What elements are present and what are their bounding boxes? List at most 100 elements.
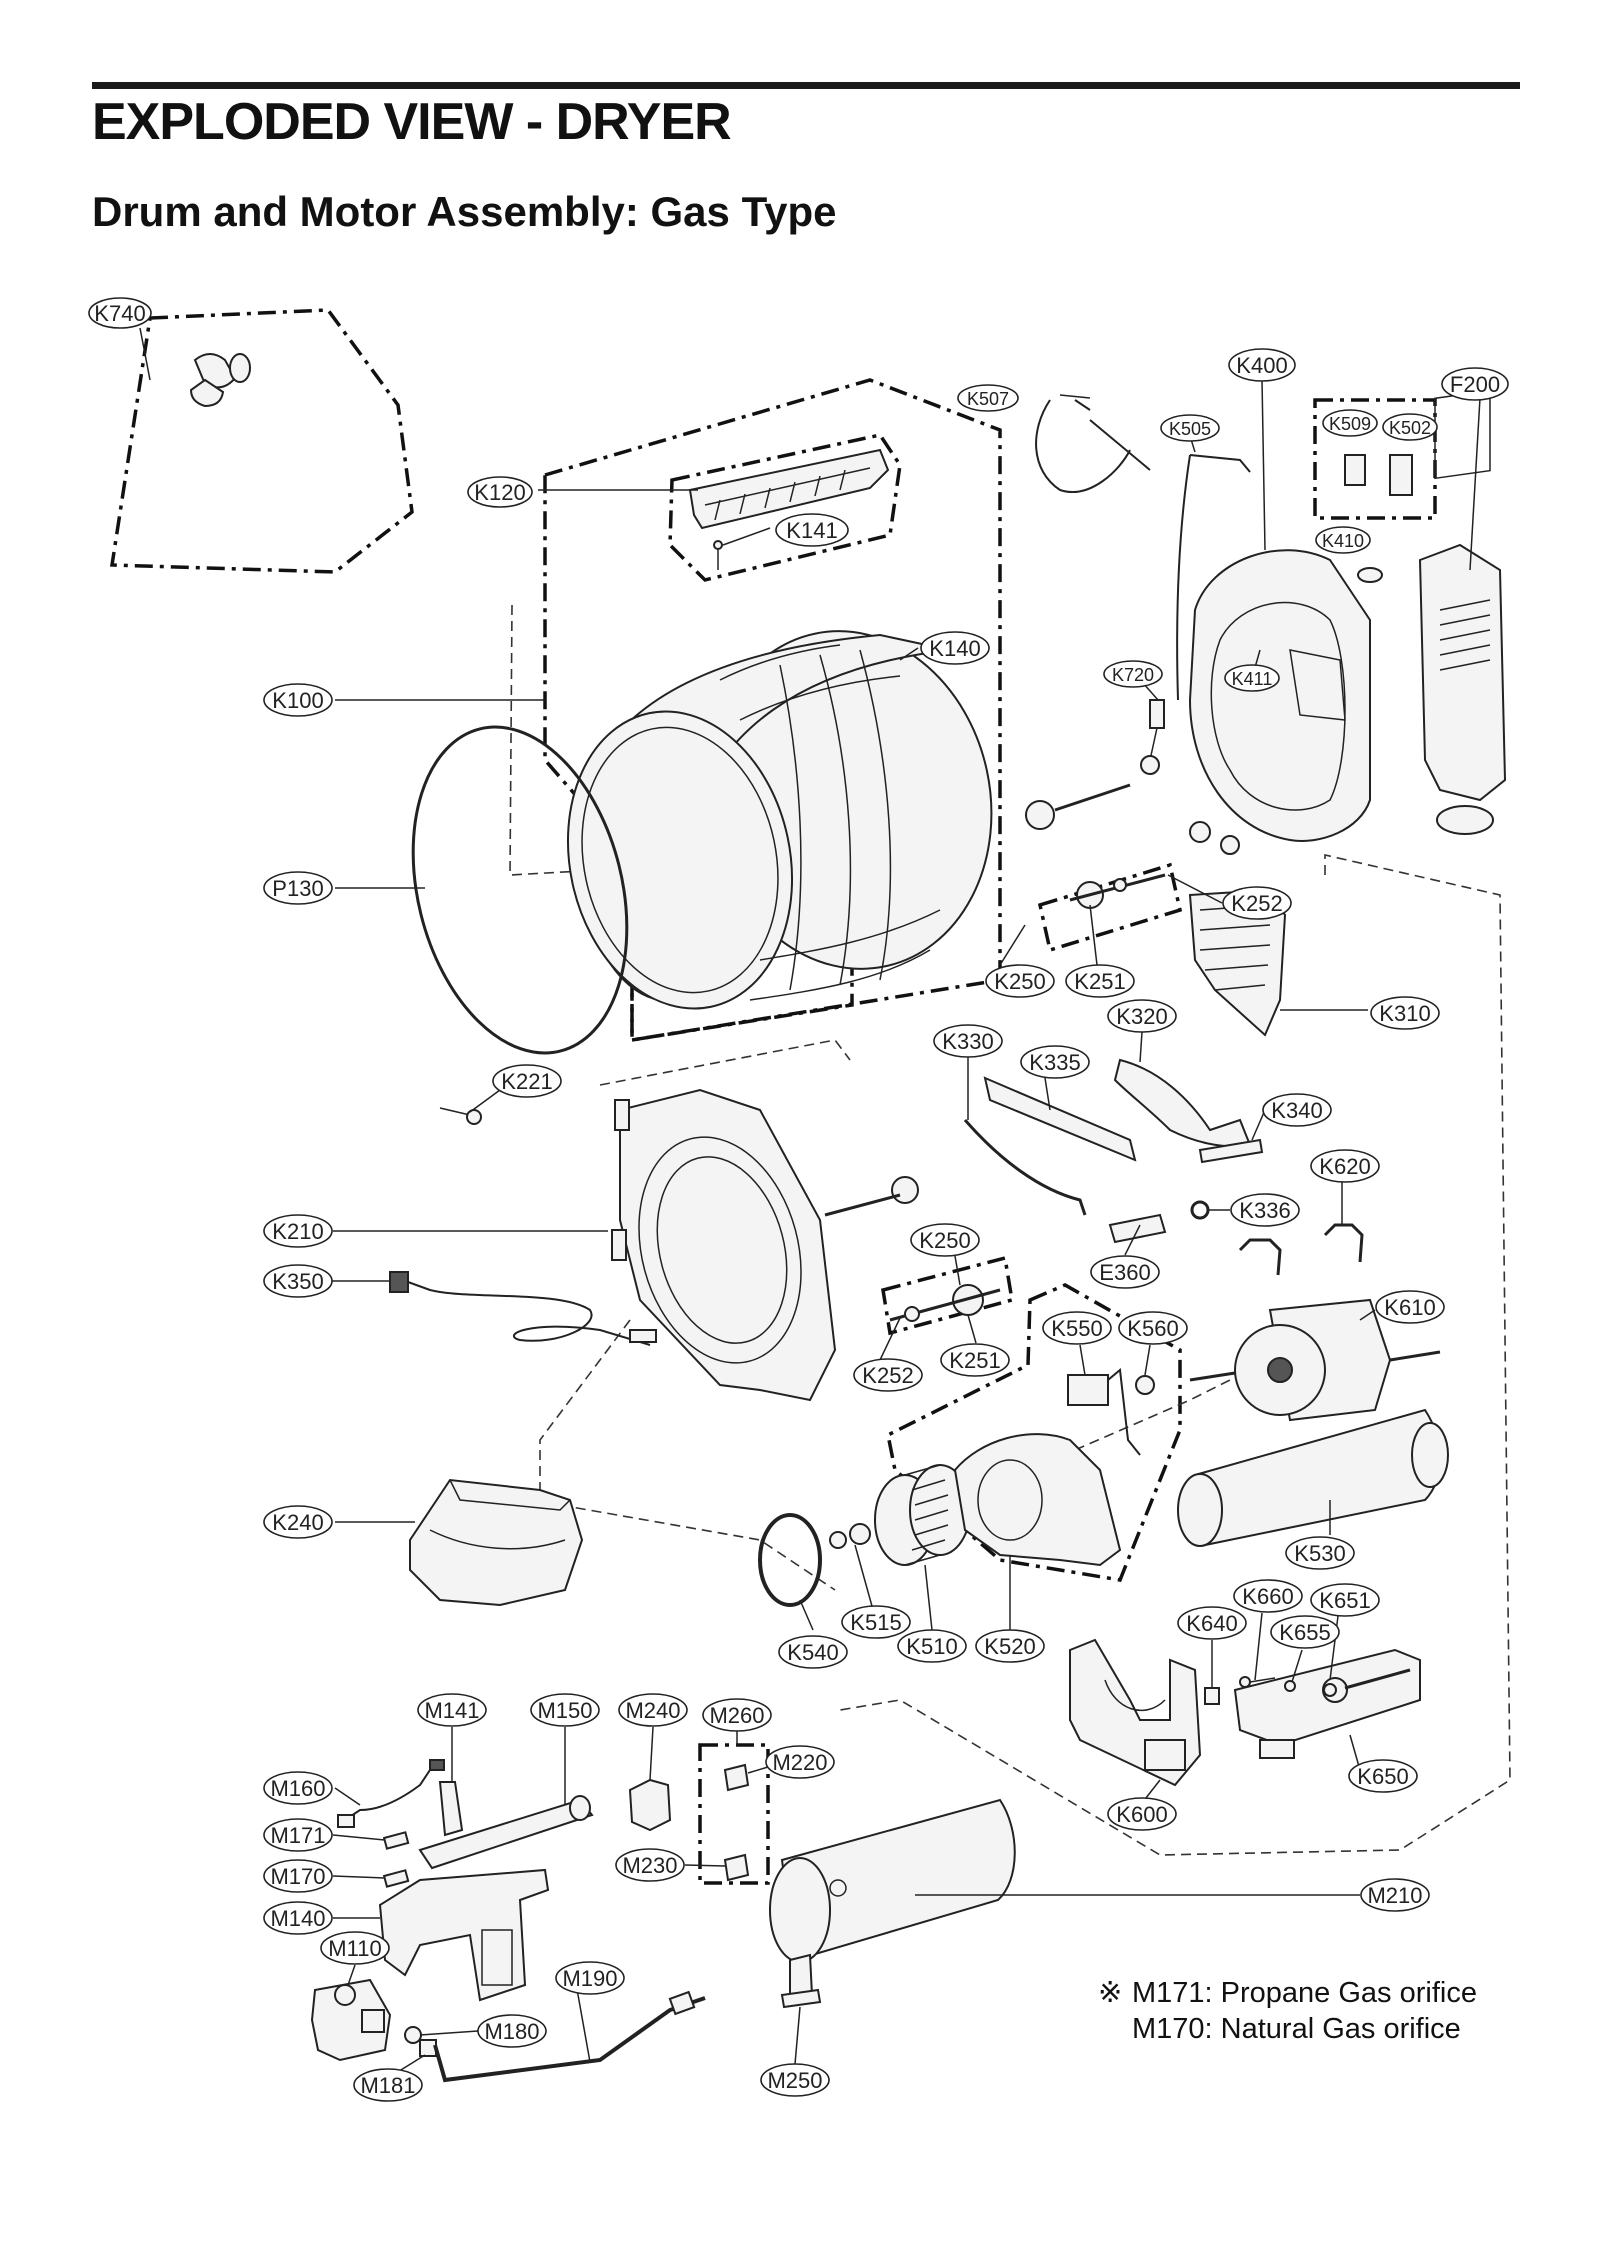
svg-text:M171: M171 [270, 1823, 325, 1848]
k505-wire-harness [1176, 454, 1251, 701]
k507-wire-harness [1035, 399, 1151, 493]
k340-seal [1198, 1138, 1264, 1164]
svg-text:K540: K540 [787, 1640, 838, 1665]
callout-k411: K411 [1224, 664, 1280, 692]
callout-labels: K740 K400 F200 K507 K505 K509 K502 K120 … [88, 297, 1509, 2102]
callout-e360: E360 [1090, 1255, 1160, 1289]
m110-gas-valve [310, 1978, 392, 2062]
callout-k310: K310 [1370, 996, 1440, 1030]
svg-text:K600: K600 [1116, 1802, 1167, 1827]
k252-shaft-lower [824, 1176, 919, 1217]
svg-text:K411: K411 [1232, 669, 1273, 689]
svg-text:K502: K502 [1389, 418, 1431, 438]
callout-k251-lower: K251 [940, 1343, 1010, 1377]
m171-propane-orifice [382, 1831, 410, 1850]
k600-motor-mount [1068, 1638, 1202, 1787]
callout-k720: K720 [1103, 660, 1163, 688]
svg-text:K515: K515 [850, 1610, 901, 1635]
svg-text:K505: K505 [1169, 419, 1211, 439]
callout-m160: M160 [263, 1771, 333, 1805]
svg-text:M240: M240 [625, 1698, 680, 1723]
svg-text:M260: M260 [709, 1703, 764, 1728]
k720-switch [1149, 699, 1165, 761]
callout-k240: K240 [263, 1505, 333, 1539]
callout-k252-lower: K252 [853, 1358, 923, 1392]
k335-duct-cover [983, 1076, 1137, 1162]
k250-roller-assembly-upper [1069, 873, 1166, 909]
svg-text:K335: K335 [1029, 1050, 1080, 1075]
callout-k510: K510 [897, 1629, 967, 1663]
k250-lower-boundary [881, 1255, 1014, 1336]
callout-m180: M180 [477, 2014, 547, 2048]
callout-k320: K320 [1107, 999, 1177, 1033]
callout-k340: K340 [1262, 1093, 1332, 1127]
note-line-1: ※M171: Propane Gas orifice [1098, 1975, 1477, 2011]
svg-text:M181: M181 [360, 2073, 415, 2098]
callout-k336: K336 [1230, 1193, 1300, 1227]
m160-igniter [337, 1759, 445, 1828]
callout-k515: K515 [841, 1605, 911, 1639]
note-propane: M171: Propane Gas orifice [1132, 1977, 1477, 2009]
svg-text:K400: K400 [1236, 353, 1287, 378]
connector-line [559, 1504, 836, 1591]
svg-text:M140: M140 [270, 1906, 325, 1931]
svg-text:K350: K350 [272, 1269, 323, 1294]
callout-k655: K655 [1270, 1615, 1340, 1649]
svg-text:M190: M190 [562, 1966, 617, 1991]
callout-k252-upper: K252 [1222, 886, 1292, 920]
k515-nut [829, 1523, 871, 1549]
k350-harness [389, 1271, 657, 1346]
k120-baffle [688, 448, 890, 530]
m141-bracket [438, 1781, 464, 1837]
connector-line [539, 1319, 631, 1520]
callout-k740: K740 [88, 297, 152, 329]
callout-k330: K330 [933, 1024, 1003, 1058]
svg-text:K251: K251 [949, 1348, 1000, 1373]
svg-text:K507: K507 [967, 389, 1009, 409]
callout-k540: K540 [778, 1635, 848, 1669]
callout-k650: K650 [1348, 1759, 1418, 1793]
svg-text:E360: E360 [1099, 1260, 1150, 1285]
svg-text:K640: K640 [1186, 1611, 1237, 1636]
k550-thermistor [1067, 1368, 1141, 1456]
callout-m110: M110 [320, 1931, 390, 1965]
callout-k509: K509 [1322, 409, 1378, 437]
callout-k141: K141 [775, 513, 849, 547]
f200-filter-housing [1418, 389, 1507, 835]
callout-k502: K502 [1382, 413, 1438, 441]
callout-p130: P130 [263, 871, 333, 905]
svg-text:M210: M210 [1367, 1883, 1422, 1908]
svg-text:K510: K510 [906, 1634, 957, 1659]
callout-k140: K140 [920, 631, 990, 665]
svg-text:K651: K651 [1319, 1588, 1370, 1613]
svg-text:K610: K610 [1384, 1295, 1435, 1320]
svg-text:K250: K250 [919, 1228, 970, 1253]
callout-k640: K640 [1177, 1606, 1247, 1640]
callout-m181: M181 [353, 2068, 423, 2102]
callout-f200: F200 [1441, 367, 1509, 401]
svg-text:K340: K340 [1271, 1098, 1322, 1123]
m240-bracket [628, 1778, 672, 1832]
svg-text:M230: M230 [622, 1853, 677, 1878]
m180-fitting [404, 2026, 422, 2044]
svg-text:K530: K530 [1294, 1541, 1345, 1566]
k221-bolt [439, 1107, 482, 1125]
connector-line [599, 1039, 851, 1086]
m170-natural-gas-orifice [382, 1869, 410, 1888]
callout-k610: K610 [1375, 1290, 1445, 1324]
callout-k505: K505 [1160, 414, 1220, 442]
svg-text:M170: M170 [270, 1864, 325, 1889]
m250-bracket [780, 1953, 822, 2009]
svg-text:K140: K140 [929, 636, 980, 661]
k240-lint-duct [409, 1478, 584, 1607]
callout-k250-upper: K250 [985, 964, 1055, 998]
callout-k210: K210 [263, 1214, 333, 1248]
callout-k251-upper: K251 [1065, 964, 1135, 998]
svg-text:K210: K210 [272, 1219, 323, 1244]
m230-clip [723, 1853, 750, 1882]
callout-m260: M260 [702, 1698, 772, 1732]
callout-m210: M210 [1360, 1878, 1430, 1912]
k141-screw [713, 540, 723, 570]
k250-roller-assembly-lower [889, 1284, 1001, 1322]
